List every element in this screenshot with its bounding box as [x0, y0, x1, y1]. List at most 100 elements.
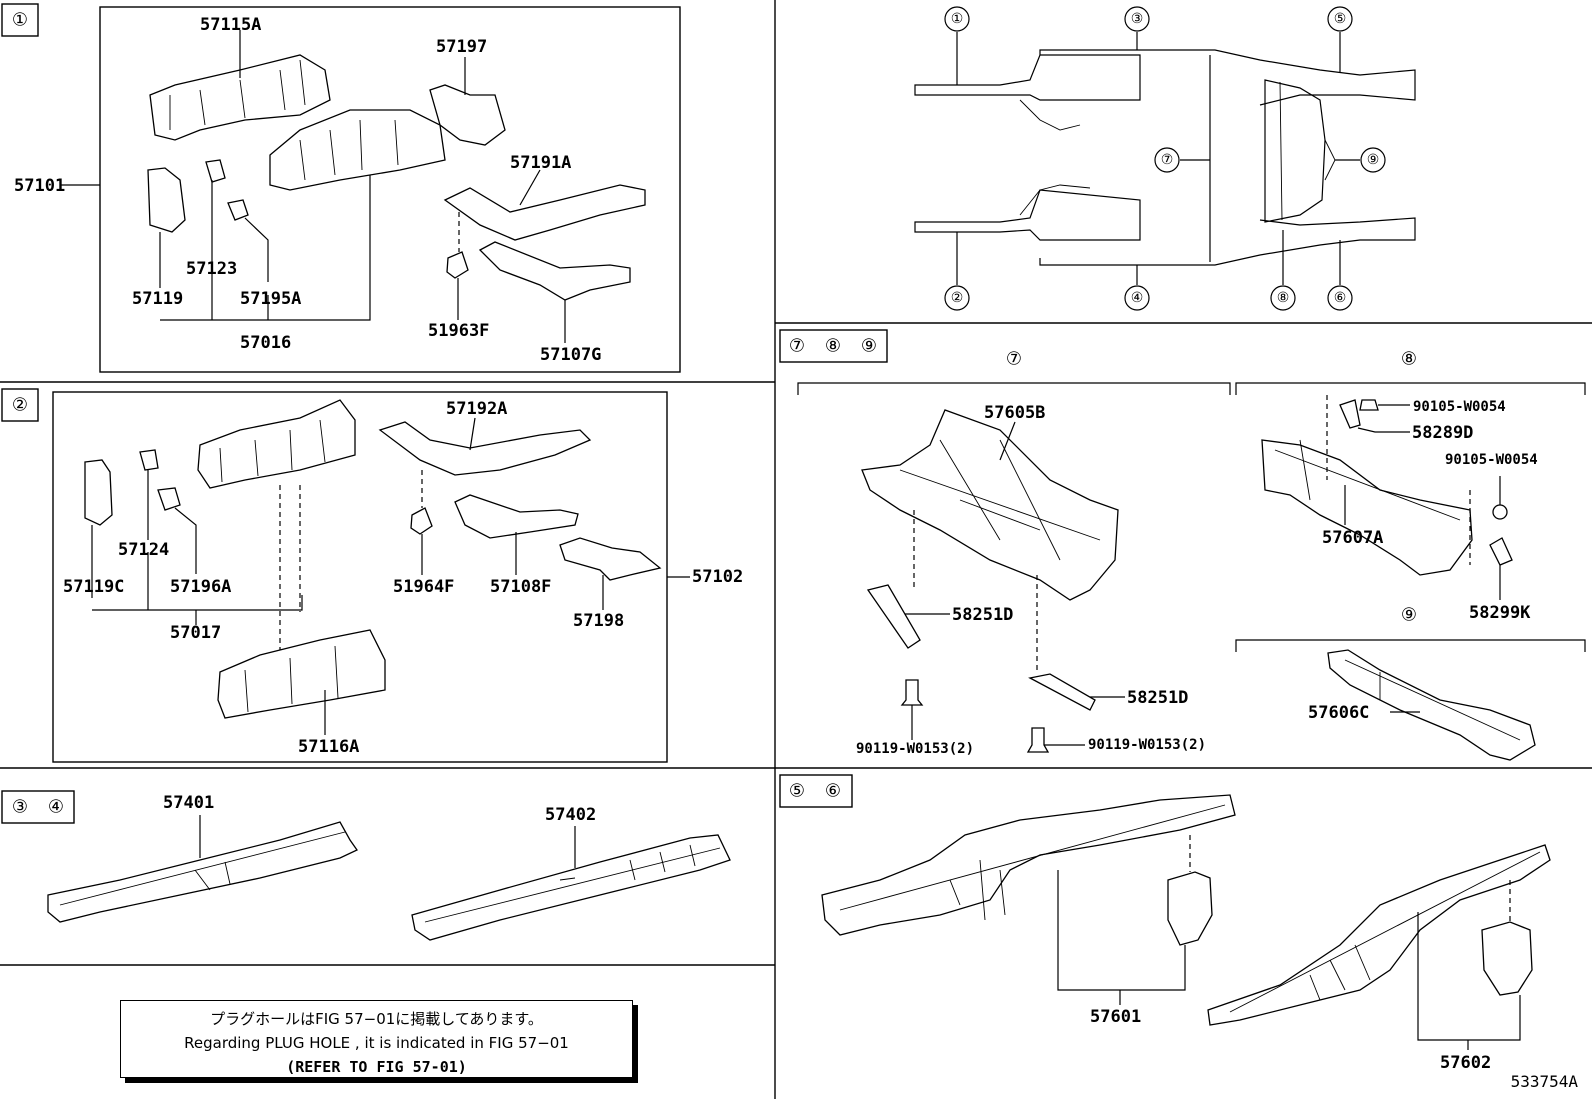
section-1-tag: ①	[1, 3, 39, 37]
label-57124: 57124	[118, 540, 169, 560]
panel-56: 57601 57602	[821, 794, 1551, 1073]
section-56-tag: ⑤ ⑥	[779, 774, 853, 808]
overview-callout-3: ③	[1124, 6, 1150, 32]
panel-34: 57401 57402	[47, 793, 731, 941]
subhead-9: ⑨	[1401, 605, 1417, 626]
part-51964F-shape	[410, 507, 433, 535]
part-57119-shape	[147, 167, 186, 233]
section-9-number: ⑨	[861, 336, 877, 357]
section-5-number: ⑤	[789, 781, 805, 802]
subhead-7: ⑦	[1006, 349, 1022, 370]
overview-callout-7-text: ⑦	[1161, 152, 1174, 168]
overview-callout-3-text: ③	[1131, 11, 1144, 27]
label-57605B: 57605B	[984, 403, 1045, 423]
label-57602: 57602	[1440, 1053, 1491, 1073]
label-57601: 57601	[1090, 1007, 1141, 1027]
label-57606C: 57606C	[1308, 703, 1369, 723]
part-57607A-shape	[1261, 439, 1473, 576]
overview-callout-5-text: ⑤	[1334, 11, 1347, 27]
bolt-90119-right-shape	[1026, 727, 1050, 753]
label-90105-W0054-upper: 90105-W0054	[1413, 399, 1506, 415]
part-57196A-shape	[157, 487, 181, 511]
part-58251D-right-shape	[1028, 673, 1096, 711]
part-57116A-shape	[217, 629, 386, 719]
overview-callout-4-text: ④	[1131, 290, 1144, 306]
part-57198-shape	[559, 537, 662, 581]
overview-callout-8: ⑧	[1270, 285, 1296, 311]
part-57119C-shape	[84, 459, 113, 526]
label-57402: 57402	[545, 805, 596, 825]
part-58251D-left-shape	[866, 584, 921, 649]
note-line-refer: (REFER TO FIG 57-01)	[286, 1058, 467, 1076]
section-3-number: ③	[12, 797, 28, 818]
label-58289D: 58289D	[1412, 423, 1473, 443]
overview-callout-5: ⑤	[1327, 6, 1353, 32]
label-90105-W0054-lower: 90105-W0054	[1445, 452, 1538, 468]
label-57016: 57016	[240, 333, 291, 353]
panel-789: ⑦ ⑧ ⑨	[797, 349, 1586, 761]
part-57107G-shape	[478, 241, 631, 301]
part-51963F-shape	[446, 251, 469, 279]
section-2-number: ②	[12, 395, 28, 416]
label-57195A: 57195A	[240, 289, 301, 309]
part-57605B-shape	[861, 409, 1119, 601]
overview-callout-1-text: ①	[951, 11, 964, 27]
panel-2: 57192A 57124 57119C 57196A 57017 51964F …	[52, 391, 743, 763]
label-57607A: 57607A	[1322, 528, 1383, 548]
part-57016-shape	[269, 109, 446, 191]
overview-callout-8-text: ⑧	[1277, 290, 1290, 306]
note-line-english: Regarding PLUG HOLE , it is indicated in…	[184, 1034, 569, 1052]
section-7-number: ⑦	[789, 336, 805, 357]
label-57119C: 57119C	[63, 577, 124, 597]
overview-callout-4: ④	[1124, 285, 1150, 311]
label-57198: 57198	[573, 611, 624, 631]
label-57017: 57017	[170, 623, 221, 643]
overview-callout-6-text: ⑥	[1334, 290, 1347, 306]
label-57401: 57401	[163, 793, 214, 813]
part-57401-shape	[47, 821, 358, 923]
section-6-number: ⑥	[825, 781, 841, 802]
part-57115A-shape	[149, 54, 331, 141]
label-57116A: 57116A	[298, 737, 359, 757]
label-51964F: 51964F	[393, 577, 454, 597]
part-57197-shape	[429, 84, 506, 146]
label-57108F: 57108F	[490, 577, 551, 597]
part-57124-shape	[139, 449, 159, 471]
label-57192A: 57192A	[446, 399, 507, 419]
part-57402-shape	[411, 834, 731, 941]
underbody-overview: ① ② ③ ④ ⑤ ⑥ ⑦ ⑧ ⑨	[914, 6, 1416, 311]
overview-callout-9: ⑨	[1360, 147, 1386, 173]
figure-id: 533754A	[1510, 1072, 1578, 1091]
part-57602-bracket-shape	[1481, 921, 1533, 996]
label-57123: 57123	[186, 259, 237, 279]
label-58299K: 58299K	[1469, 603, 1531, 623]
label-57101: 57101	[14, 176, 65, 196]
overview-callout-1: ①	[944, 6, 970, 32]
label-90119-W0153-right: 90119-W0153(2)	[1088, 737, 1206, 753]
overview-callout-9-text: ⑨	[1367, 152, 1380, 168]
section-2-tag: ②	[1, 388, 39, 422]
part-58289D-shape	[1339, 399, 1361, 429]
section-1-number: ①	[12, 10, 28, 31]
label-58251D-left: 58251D	[952, 605, 1013, 625]
label-57119: 57119	[132, 289, 183, 309]
overview-callout-7: ⑦	[1154, 147, 1180, 173]
nut-90105-lower-shape	[1492, 504, 1508, 520]
label-57102: 57102	[692, 567, 743, 587]
part-57108F-shape	[454, 494, 579, 539]
section-8-number: ⑧	[825, 336, 841, 357]
label-51963F: 51963F	[428, 321, 489, 341]
label-57197: 57197	[436, 37, 487, 57]
bolt-90119-left-shape	[900, 679, 924, 706]
label-57191A: 57191A	[510, 153, 571, 173]
panel-1: 57115A 57197 57101 57191A 57123 57119 57…	[14, 6, 681, 373]
overview-callout-6: ⑥	[1327, 285, 1353, 311]
note-line-japanese: プラグホールはFIG 57−01に掲載してあります。	[210, 1010, 543, 1028]
bolt-90105-upper-shape	[1359, 399, 1379, 411]
label-57115A: 57115A	[200, 15, 261, 35]
overview-callout-2: ②	[944, 285, 970, 311]
label-57196A: 57196A	[170, 577, 231, 597]
overview-callout-2-text: ②	[951, 290, 964, 306]
